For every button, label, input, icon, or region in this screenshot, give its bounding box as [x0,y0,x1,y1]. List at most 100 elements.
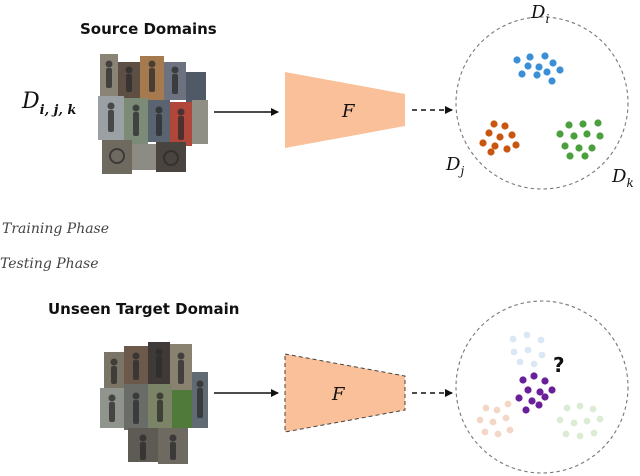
feature-point [524,386,532,394]
feature-point [481,428,489,436]
person-photo [102,140,132,174]
cluster-domain-j [479,120,520,156]
feature-point [549,59,557,67]
feature-point [489,418,497,426]
feature-point [596,415,604,423]
person-photo [192,100,208,144]
feature-point [548,77,556,85]
feature-point [530,360,538,368]
feature-point [522,406,530,414]
person-photo [172,390,192,428]
feature-point [508,131,516,139]
feature-point [596,132,604,140]
feature-point [516,358,524,366]
feature-point [576,402,584,410]
feature-point [570,132,578,140]
feature-point [570,419,578,427]
feature-point [512,141,520,149]
feature-point [538,351,546,359]
person-photo [186,72,206,102]
feature-point [526,53,534,61]
feature-point [476,416,484,424]
faded-cluster-domain-i [509,331,546,368]
faded-cluster-domain-j [476,400,514,438]
target-model-trapezoid [284,353,406,433]
person-photo [156,142,186,172]
feature-point [594,119,602,127]
feature-point [575,144,583,152]
domain-i-label: Di [530,2,549,26]
feature-point [576,432,584,440]
feature-point [487,148,495,156]
person-photo [132,144,156,170]
feature-point [490,120,498,128]
domain-j-label: Dj [445,154,464,178]
feature-point [556,130,564,138]
feature-point [583,130,591,138]
feature-point [533,71,541,79]
unknown-domain-mark: ? [553,353,565,377]
feature-point [515,394,523,402]
target-feature-space [455,300,629,474]
source-photo-collage [98,54,208,174]
feature-point [494,430,502,438]
training-phase-label: Training Phase [2,221,110,237]
feature-point [504,400,512,408]
feature-point [524,346,532,354]
feature-point [528,397,536,405]
source-feature-space [455,16,629,190]
feature-point [566,152,574,160]
feature-point [506,426,514,434]
feature-point [556,66,564,74]
feature-point [543,68,551,76]
feature-point [503,145,511,153]
feature-point [581,152,589,160]
feature-point [541,377,549,385]
feature-point [523,331,531,339]
cluster-target-domain [515,372,556,414]
source-domains-heading: Source Domains [80,20,217,38]
feature-point [548,386,556,394]
feature-point [579,120,587,128]
feature-point [524,62,532,70]
source-domain-symbol: Di, j, k [21,89,76,118]
feature-point [588,144,596,152]
feature-point [513,56,521,64]
feature-point [583,417,591,425]
unseen-target-heading: Unseen Target Domain [48,300,240,318]
feature-point [479,139,487,147]
feature-point [485,129,493,137]
feature-point [491,142,499,150]
feature-point [562,430,570,438]
testing-phase-label: Testing Phase [0,256,99,272]
feature-point [561,142,569,150]
source-model-label: F [341,101,356,122]
feature-point [537,336,545,344]
cluster-domain-i [513,52,564,85]
feature-point [541,52,549,60]
feature-point [590,429,598,437]
feature-point [496,133,504,141]
feature-point [530,372,538,380]
feature-point [563,404,571,412]
feature-point [589,405,597,413]
target-photo-collage [100,342,208,464]
source-model-trapezoid [285,72,405,148]
cluster-domain-k [556,119,604,160]
feature-point [510,348,518,356]
feature-point [493,406,501,414]
feature-point [518,70,526,78]
feature-point [502,414,510,422]
domain-k-label: Dk [611,166,634,190]
feature-point [535,401,543,409]
target-model-label: F [331,384,346,405]
feature-point [482,404,490,412]
feature-point [541,393,549,401]
feature-point [519,376,527,384]
feature-point [509,335,517,343]
feature-point [536,388,544,396]
faded-cluster-domain-k [556,402,604,440]
feature-point [535,63,543,71]
